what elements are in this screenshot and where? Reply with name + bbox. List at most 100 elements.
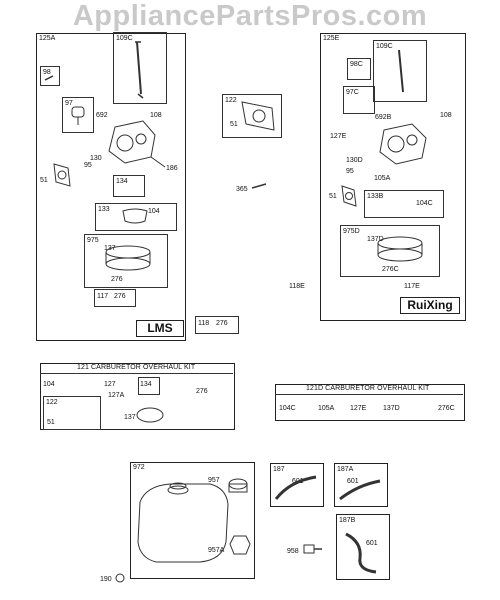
kit-label-127e: 127E — [350, 405, 367, 412]
label-186: 186 — [166, 165, 178, 172]
panel-187b — [336, 514, 390, 580]
kit-label-137: 137 — [124, 414, 136, 421]
kit-121d-panel — [275, 384, 465, 421]
kit-box-134 — [138, 377, 160, 395]
spacer-122-drawing — [241, 101, 275, 131]
label-601-c: 601 — [366, 540, 378, 547]
fuel-line-187b-drawing — [345, 532, 377, 574]
kit-label-276: 276 — [196, 388, 208, 395]
label-105a-a: 105A — [374, 175, 391, 182]
brand-ruixing: RuiXing — [400, 297, 460, 314]
label-276-a: 276 — [111, 276, 123, 283]
label-125a: 125A — [39, 35, 56, 42]
label-109c-a: 109C — [116, 35, 133, 42]
kit-121-divider — [40, 373, 233, 374]
label-104-a: 104 — [148, 208, 160, 215]
kit-label-127a: 127A — [108, 392, 125, 399]
panel-125e — [320, 33, 466, 321]
box-109c-a — [113, 32, 167, 104]
ring-137-drawing — [105, 245, 151, 271]
box-98c — [347, 58, 371, 80]
label-118e: 118E — [289, 283, 305, 290]
kit-label-276c: 276C — [438, 405, 455, 412]
kit-ring-137-drawing — [136, 407, 164, 423]
screw-365-drawing — [251, 183, 267, 189]
ring-137d-drawing — [377, 236, 423, 262]
box-975 — [84, 234, 168, 288]
gasket-51-drawing-a — [53, 163, 71, 187]
label-97c: 97C — [346, 89, 359, 96]
kit-121d-divider — [275, 394, 463, 395]
box-133 — [95, 203, 177, 231]
kit-121d-title: 121D CARBURETOR OVERHAUL KIT — [306, 385, 430, 392]
label-134-a: 134 — [116, 178, 128, 185]
label-187a: 187A — [337, 466, 354, 473]
label-957: 957 — [208, 477, 220, 484]
label-122-a: 122 — [225, 97, 237, 104]
choke-shaft-drawing-a — [135, 41, 144, 99]
box-98 — [40, 66, 60, 86]
screw-98-drawing — [44, 75, 54, 81]
label-276-b: 276 — [114, 293, 126, 300]
label-117e: 117E — [404, 283, 420, 290]
label-276-c: 276 — [216, 320, 228, 327]
box-133b — [364, 190, 444, 218]
label-130d: 130D — [346, 157, 363, 164]
float-bowl-133-drawing — [122, 208, 148, 224]
kit-label-137d: 137D — [383, 405, 400, 412]
kit-121-panel — [40, 363, 235, 430]
panel-187 — [270, 463, 324, 507]
label-187b: 187B — [339, 517, 356, 524]
label-98: 98 — [43, 69, 51, 76]
label-975d: 975D — [343, 228, 360, 235]
gasket-51-drawing-c — [341, 185, 357, 207]
choke-shaft-drawing-b — [398, 49, 404, 93]
box-975d — [340, 225, 440, 277]
box-134-a — [113, 175, 145, 197]
kit-label-104: 104 — [43, 381, 55, 388]
label-133: 133 — [98, 206, 110, 213]
label-51-c: 51 — [329, 193, 337, 200]
valve-958-drawing — [303, 544, 322, 554]
box-117 — [94, 289, 136, 307]
kit-121-title: 121 CARBURETOR OVERHAUL KIT — [77, 364, 196, 371]
label-972: 972 — [133, 464, 145, 471]
label-127e-a: 127E — [330, 133, 347, 140]
label-104c-a: 104C — [416, 200, 433, 207]
label-97: 97 — [65, 100, 73, 107]
label-95-a: 95 — [84, 162, 92, 169]
box-109c-b — [373, 40, 427, 102]
kit-box-122 — [43, 396, 101, 430]
fuel-line-187a-drawing — [339, 479, 381, 501]
kit-label-51: 51 — [47, 419, 55, 426]
label-187: 187 — [273, 466, 285, 473]
fuel-tank-drawing — [137, 478, 251, 563]
label-125e: 125E — [323, 35, 340, 42]
label-51-b: 51 — [230, 121, 238, 128]
kit-label-104c: 104C — [279, 405, 296, 412]
carburetor-body-drawing-b — [379, 123, 427, 165]
label-975: 975 — [87, 237, 99, 244]
fuel-line-187-drawing — [274, 475, 317, 500]
float-97-drawing — [71, 106, 85, 125]
label-137d-a: 137D — [367, 236, 384, 243]
label-108-b: 108 — [440, 112, 452, 119]
watermark: AppliancePartsPros.com — [72, 0, 428, 32]
label-118: 118 — [198, 320, 210, 327]
box-122-a — [222, 94, 282, 138]
label-95-b: 95 — [346, 168, 354, 175]
label-692: 692 — [96, 112, 108, 119]
kit-label-134: 134 — [140, 381, 152, 388]
label-276c-a: 276C — [382, 266, 399, 273]
label-117: 117 — [97, 293, 109, 300]
label-98c: 98C — [350, 61, 363, 68]
label-958: 958 — [287, 548, 299, 555]
kit-label-127: 127 — [104, 381, 116, 388]
panel-972 — [130, 462, 255, 579]
label-51-a: 51 — [40, 177, 48, 184]
label-133b: 133B — [367, 193, 384, 200]
label-365: 365 — [236, 186, 248, 193]
label-692b: 692B — [375, 114, 392, 121]
box-97 — [62, 97, 94, 133]
label-190: 190 — [100, 576, 112, 583]
